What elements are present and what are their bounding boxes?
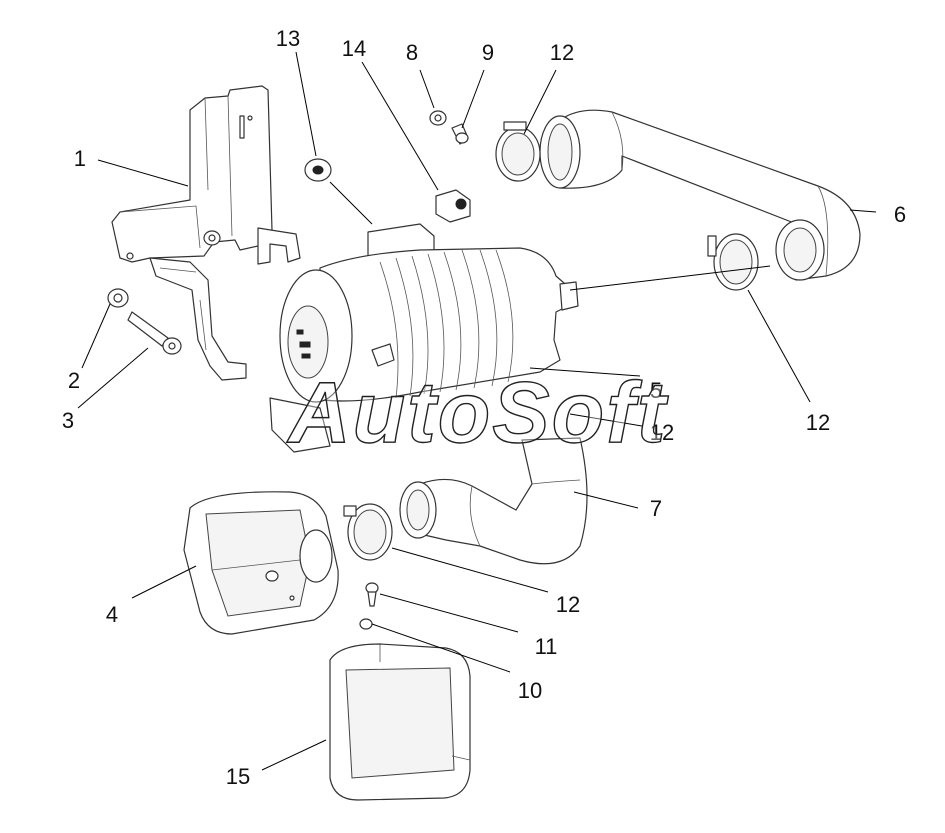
callout-14: 14 — [342, 36, 366, 61]
bracket-washer — [107, 288, 129, 308]
watermark-text: AutoSoft — [287, 365, 669, 461]
callout-2: 2 — [68, 368, 80, 393]
rubber-mount-14 — [435, 189, 471, 223]
air-filter-housing — [269, 223, 579, 453]
callout-labels: 1 2 3 4 5 6 7 8 9 10 11 12 12 12 12 13 1… — [62, 26, 906, 789]
upper-intake-hose — [539, 109, 861, 281]
screw-9 — [451, 123, 469, 145]
callout-12-right: 12 — [806, 410, 830, 435]
callout-5: 5 — [650, 378, 662, 403]
mounting-bracket — [111, 85, 301, 381]
callout-15: 15 — [226, 764, 250, 789]
bracket-bolt — [127, 311, 182, 355]
washer-10 — [359, 618, 373, 630]
leader-lines — [77, 51, 877, 771]
washer-8 — [429, 110, 447, 126]
pre-cleaner-box — [183, 491, 339, 635]
callout-1: 1 — [74, 146, 86, 171]
callout-12-center: 12 — [650, 420, 674, 445]
callout-7: 7 — [650, 496, 662, 521]
pre-cleaner-seal — [329, 643, 471, 801]
lower-intake-hose — [399, 437, 588, 565]
screw-11 — [365, 582, 379, 607]
callout-9: 9 — [482, 40, 494, 65]
hose-clamp-lower — [343, 503, 393, 561]
callout-10: 10 — [518, 678, 542, 703]
callout-11: 11 — [535, 634, 558, 659]
callout-3: 3 — [62, 408, 74, 433]
callout-12-bottom: 12 — [556, 592, 580, 617]
callout-4: 4 — [106, 602, 118, 627]
callout-12-top: 12 — [550, 40, 574, 65]
hose-clamp-upper — [495, 121, 541, 182]
rubber-mount-13 — [304, 158, 332, 182]
callout-8: 8 — [406, 40, 418, 65]
hose-clamp-right — [707, 233, 759, 291]
callout-13: 13 — [276, 26, 300, 51]
callout-6: 6 — [894, 202, 906, 227]
